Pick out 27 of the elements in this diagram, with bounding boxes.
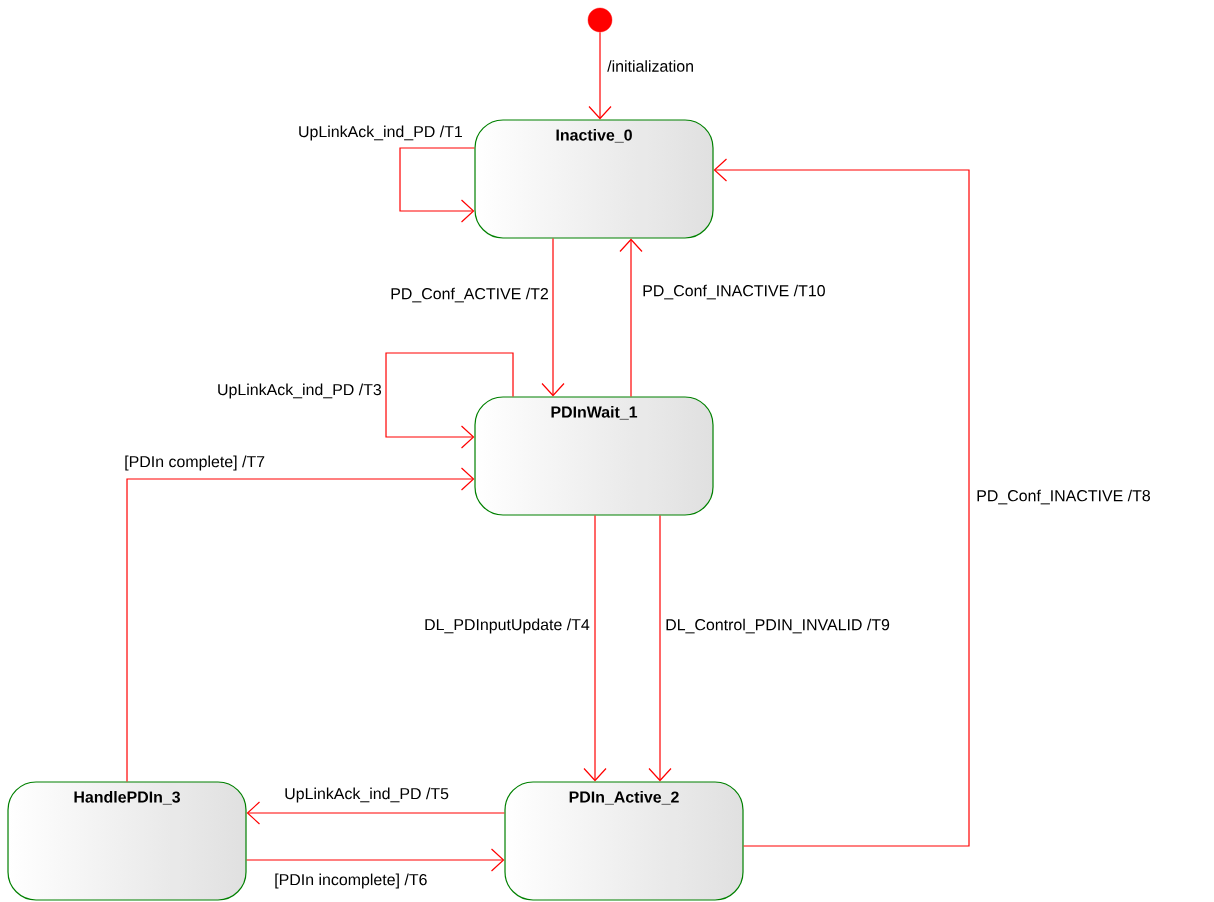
edge-label: UpLinkAck_ind_PD /T1 [299, 125, 462, 141]
edge-label: PD_Conf_INACTIVE /T10 [643, 284, 825, 300]
transition-arrow [583, 515, 607, 782]
state-box: HandlePDIn_3 [7, 781, 247, 901]
state-box: PDInWait_1 [474, 396, 714, 516]
edge-label: [PDIn incomplete] /T6 [275, 873, 427, 889]
transition-arrow [246, 801, 505, 825]
transition-arrow [588, 31, 612, 120]
edge-label: PD_Conf_INACTIVE /T8 [977, 489, 1150, 505]
edge-label: PD_Conf_ACTIVE /T2 [391, 287, 548, 303]
transition-arrow [541, 238, 565, 397]
transition-arrow [126, 467, 475, 782]
edge-label: UpLinkAck_ind_PD /T3 [218, 383, 382, 399]
edge-label: [PDIn complete] /T7 [125, 455, 265, 471]
transition-arrow [399, 147, 475, 223]
edge-label: DL_PDInputUpdate /T4 [425, 618, 590, 634]
transition-arrow [648, 515, 672, 782]
initial-state [587, 7, 613, 33]
transition-arrow [246, 848, 505, 872]
edge-label: UpLinkAck_ind_PD /T5 [285, 787, 449, 803]
transition-arrow [713, 158, 970, 847]
transition-arrow [619, 238, 643, 397]
edge-label: DL_Control_PDIN_INVALID /T9 [666, 618, 890, 634]
state-box: PDIn_Active_2 [504, 781, 744, 901]
state-box: Inactive_0 [474, 119, 714, 239]
transition-arrow [385, 352, 514, 449]
edge-label: /initialization [607, 60, 693, 72]
